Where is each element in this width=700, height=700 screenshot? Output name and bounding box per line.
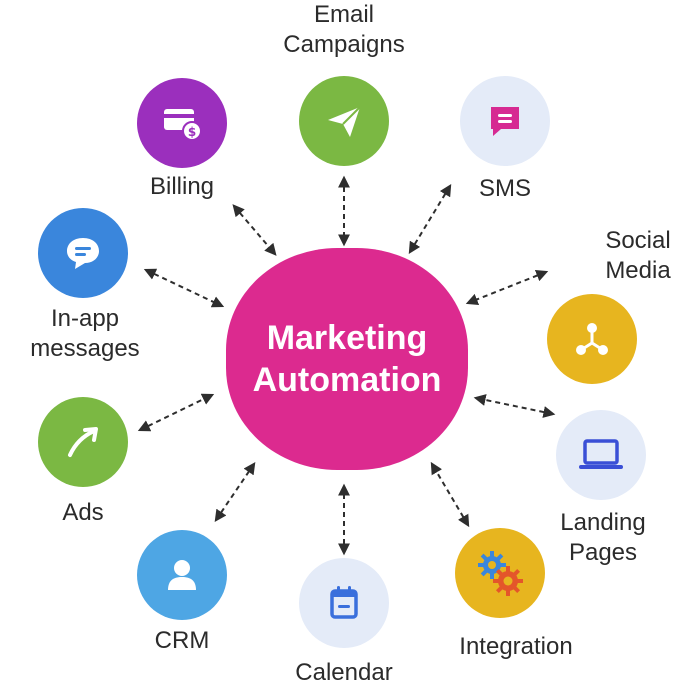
connector-ads (137, 393, 215, 432)
user-icon (168, 560, 196, 590)
calendar-icon (330, 586, 358, 619)
connector-landing (473, 394, 556, 418)
billing-node[interactable]: $ (137, 78, 227, 168)
hub-title: Marketing Automation (252, 319, 442, 399)
crm-node[interactable] (137, 530, 227, 620)
email-campaigns-node[interactable] (299, 76, 389, 166)
ads-node[interactable] (38, 397, 128, 487)
card-payment-icon: $ (164, 109, 202, 141)
paper-plane-icon (328, 106, 361, 137)
integration-node[interactable] (455, 528, 545, 618)
gears-icon (478, 551, 523, 596)
message-bubble-icon (67, 238, 99, 269)
landing-pages-label: Landing Pages (560, 509, 646, 566)
calendar-node[interactable] (299, 558, 389, 648)
in-app-messages-node[interactable] (38, 208, 128, 298)
integration-label: Integration (459, 633, 573, 660)
landing-pages-node[interactable] (556, 410, 646, 500)
crm-label: CRM (154, 627, 210, 654)
social-media-node[interactable] (547, 294, 637, 384)
email-campaigns-label: Email Campaigns (283, 1, 405, 58)
svg-text:$: $ (188, 125, 196, 139)
connector-crm (214, 462, 256, 522)
connector-integration (430, 461, 470, 528)
marketing-automation-hub: Marketing Automation (226, 248, 468, 470)
connector-social (465, 269, 549, 306)
billing-label: Billing (149, 173, 215, 200)
connector-inapp (143, 268, 225, 308)
trend-arrow-icon (68, 427, 98, 457)
in-app-messages-label: In-app messages (30, 305, 140, 362)
calendar-label: Calendar (295, 659, 393, 686)
sms-label: SMS (478, 175, 531, 202)
sms-node[interactable] (460, 76, 550, 166)
ads-label: Ads (62, 499, 104, 526)
connector-sms (408, 183, 452, 255)
connector-billing (232, 204, 277, 256)
share-nodes-icon (576, 323, 608, 355)
laptop-icon (579, 439, 623, 469)
chat-bubble-icon (491, 107, 519, 136)
social-media-label: Social Media (605, 227, 671, 284)
